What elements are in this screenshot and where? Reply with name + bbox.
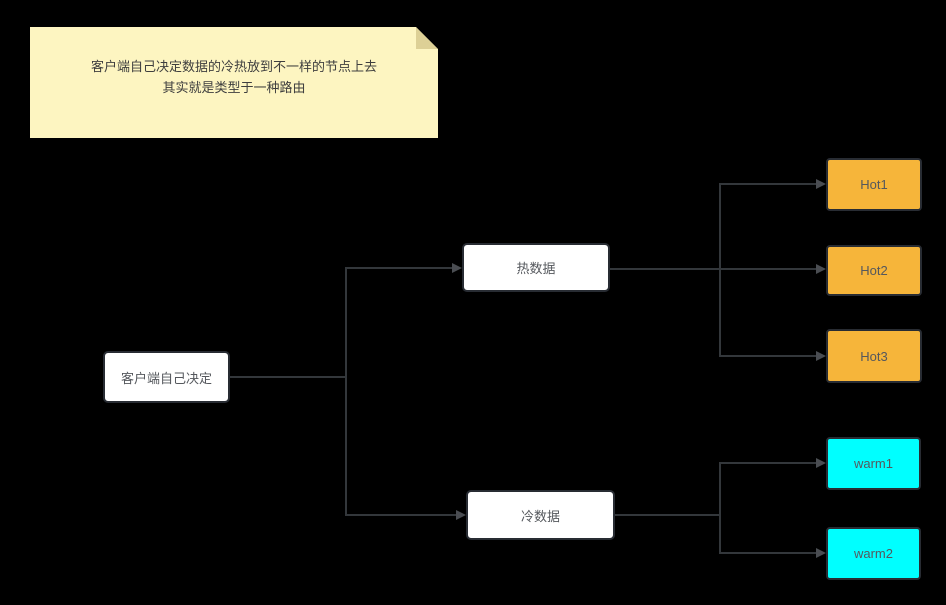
node-label: Hot2 [860,263,888,278]
node-warm1[interactable]: warm1 [826,437,921,490]
edge-client-out [229,376,347,378]
node-label: 热数据 [516,261,556,276]
edge-to-hot2 [719,268,817,270]
node-label: 冷数据 [520,508,560,524]
node-hot2[interactable]: Hot2 [826,245,922,296]
edge-hot-branch [719,183,721,357]
sticky-note[interactable]: 客户端自己决定数据的冷热放到不一样的节点上去 其实就是类型于一种路由 [30,27,438,138]
node-client-decides[interactable]: 客户端自己决定 [103,351,230,403]
node-label: Hot1 [860,177,888,192]
node-hot1[interactable]: Hot1 [826,158,922,211]
arrowhead-to-hot-data-icon [452,263,462,273]
node-hot3[interactable]: Hot3 [826,329,922,383]
node-label: warm2 [853,546,893,561]
edge-to-hot1 [719,183,817,185]
arrowhead-to-hot3-icon [816,351,826,361]
arrowhead-to-hot1-icon [816,179,826,189]
note-text-line1: 客户端自己决定数据的冷热放到不一样的节点上去 [90,58,377,74]
arrowhead-to-cold-data-icon [456,510,466,520]
arrowhead-to-warm1-icon [816,458,826,468]
node-warm2[interactable]: warm2 [826,527,921,580]
edge-hot-data-out [609,268,721,270]
edge-cold-data-out [614,514,721,516]
note-text-line2: 其实就是类型于一种路由 [162,79,306,95]
edge-to-warm1 [719,462,817,464]
node-label: warm1 [853,456,893,471]
note-fold-corner-icon [416,27,438,49]
node-label: Hot3 [860,348,888,364]
edge-to-cold-data [345,514,457,516]
edge-warm-branch [719,462,721,554]
edge-to-hot-data [345,267,453,269]
arrowhead-to-warm2-icon [816,548,826,558]
node-cold-data[interactable]: 冷数据 [466,490,615,540]
edge-to-hot3 [719,355,817,357]
arrowhead-to-hot2-icon [816,264,826,274]
node-hot-data[interactable]: 热数据 [462,243,610,292]
edge-to-warm2 [719,552,817,554]
node-label: 客户端自己决定 [120,370,212,386]
edge-client-branch [345,267,347,516]
